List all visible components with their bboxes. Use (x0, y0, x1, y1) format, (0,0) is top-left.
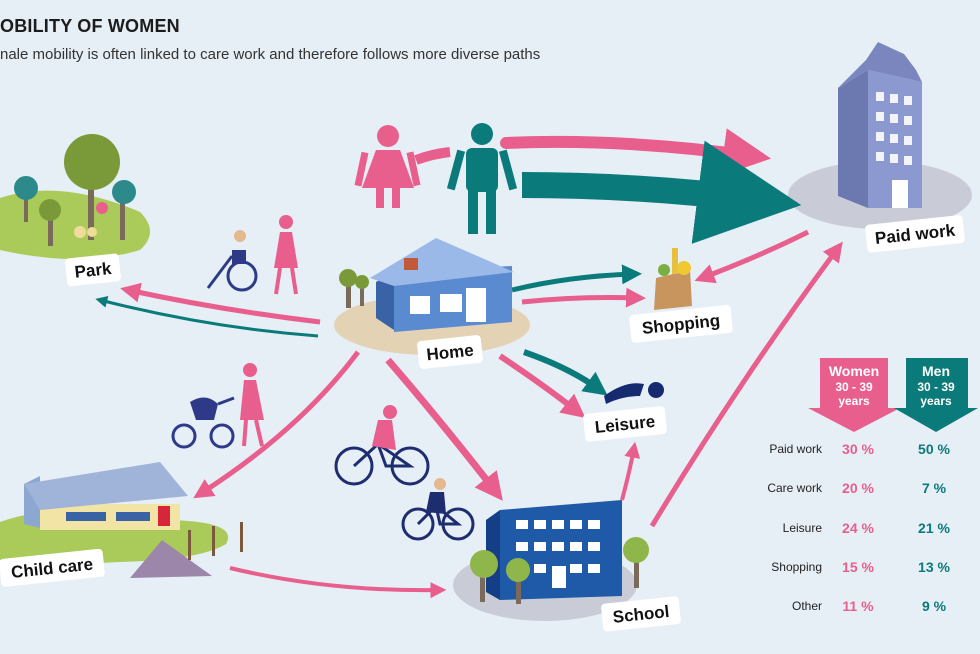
school-building-icon (470, 500, 649, 604)
label-child-care: Child care (0, 548, 105, 587)
table-row: Shopping 15 % 13 % (771, 559, 950, 575)
arrow-school-to-paid-work (649, 241, 843, 528)
arrow-home-to-park-women (120, 282, 321, 325)
table-row-label: Leisure (783, 521, 823, 535)
arrow-home-to-shopping-men (511, 264, 642, 293)
arrow-home-to-leisure-men (523, 349, 608, 396)
table-row-women-value: 30 % (842, 441, 874, 457)
page-subtitle: nale mobility is often linked to care wo… (0, 46, 541, 63)
table-row-label: Care work (767, 481, 823, 495)
office-building-icon (838, 42, 922, 208)
page-title: OBILITY OF WOMEN (0, 16, 180, 36)
legend-men-unit: years (920, 394, 952, 408)
cyclist-man-icon (401, 478, 475, 541)
table-row-men-value: 7 % (922, 480, 947, 496)
legend-women-name: Women (829, 363, 879, 379)
table-row-men-value: 9 % (922, 598, 947, 614)
woman-icon (354, 125, 421, 208)
table-row-men-value: 50 % (918, 441, 950, 457)
arrow-home-to-childcare (193, 350, 361, 499)
label-school: School (601, 596, 681, 632)
label-leisure: Leisure (583, 406, 667, 442)
legend-men-name: Men (922, 363, 950, 379)
stroller-icon (171, 363, 264, 449)
table-row-men-value: 13 % (918, 559, 950, 575)
shopping-bag-icon (654, 248, 692, 310)
arrow-home-to-shopping-women (521, 287, 646, 308)
house-icon (339, 238, 514, 332)
legend-men: Men 30 - 39 years (894, 358, 978, 432)
table-row: Other 11 % 9 % (792, 598, 947, 614)
table-row: Paid work 30 % 50 % (769, 441, 950, 457)
label-shopping: Shopping (629, 305, 733, 343)
legend-women-unit: years (838, 394, 870, 408)
arrow-men-to-paid-work (521, 140, 802, 244)
childcare-building-icon (24, 462, 243, 578)
legend-men-age: 30 - 39 (917, 380, 955, 394)
label-home: Home (417, 335, 483, 369)
arrow-paid-work-to-shopping (694, 229, 810, 284)
table-row-men-value: 21 % (918, 520, 950, 536)
arrow-women-to-men (414, 147, 451, 165)
table-row-women-value: 11 % (842, 598, 874, 614)
table-row-women-value: 20 % (842, 480, 874, 496)
table-row: Leisure 24 % 21 % (783, 520, 951, 536)
table-row-label: Shopping (771, 560, 822, 574)
label-park: Park (65, 253, 121, 287)
arrow-home-to-school (385, 357, 503, 501)
swimmer-icon (604, 382, 664, 404)
label-paid-work: Paid work (865, 215, 965, 253)
man-icon (446, 123, 518, 234)
table-row: Care work 20 % 7 % (767, 480, 946, 496)
park-trees-icon (14, 134, 136, 246)
table-row-label: Other (792, 599, 822, 613)
table-row-women-value: 24 % (842, 520, 874, 536)
table-row-women-value: 15 % (842, 559, 874, 575)
arrow-school-to-leisure (620, 441, 641, 501)
park-ground (0, 190, 150, 259)
mobility-table: Paid work 30 % 50 % Care work 20 % 7 % L… (767, 441, 950, 614)
arrow-women-to-paid-work (500, 128, 772, 176)
mobility-arrows (95, 128, 843, 599)
wheelchair-caregiver-icon (206, 215, 298, 295)
legend-women: Women 30 - 39 years (808, 358, 900, 432)
arrow-home-to-leisure-women (498, 353, 586, 418)
table-row-label: Paid work (769, 442, 823, 456)
label-home-text: Home (426, 341, 475, 365)
arrow-home-to-park-men (95, 295, 319, 338)
legend-women-age: 30 - 39 (835, 380, 873, 394)
label-park-text: Park (74, 259, 113, 282)
arrow-childcare-to-school (229, 566, 447, 599)
cyclist-woman-icon (334, 405, 430, 486)
